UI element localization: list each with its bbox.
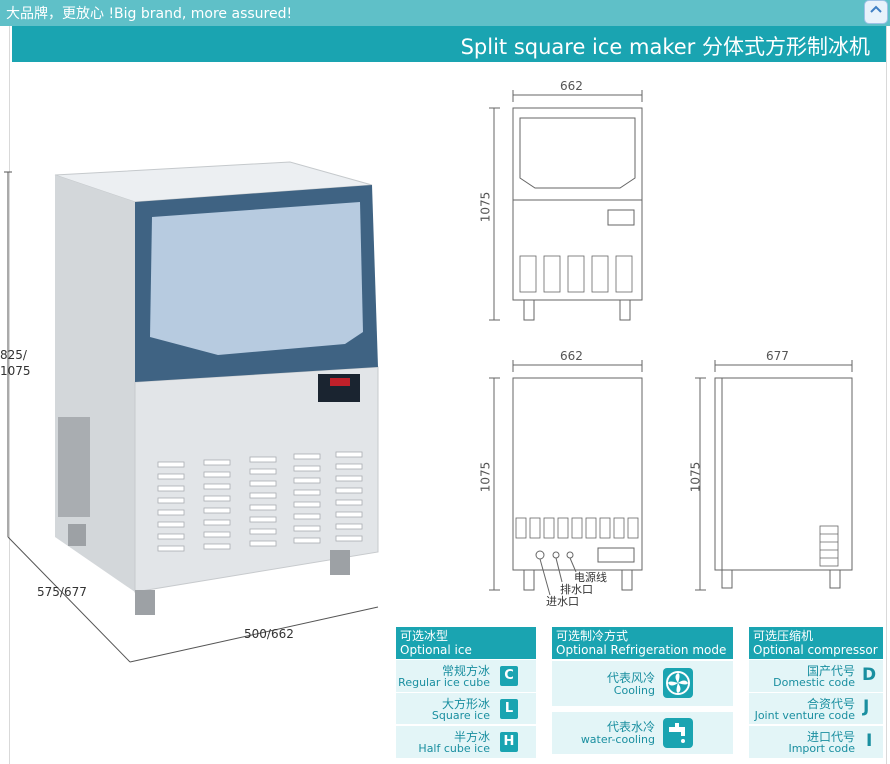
compressor-option-domestic: 国产代号 Domestic code D [749, 660, 883, 692]
side-drawing [695, 360, 853, 591]
compressor-option-cn: 国产代号 [806, 664, 855, 678]
ice-type-title-cn: 可选冰型 [400, 629, 449, 643]
right-border-line [886, 26, 887, 764]
ice-option-en: Regular ice cube [398, 676, 490, 689]
power-cord-label: 电源线 [574, 571, 607, 584]
cooling-option-en: Cooling [613, 684, 655, 697]
cooling-mode-panel: 可选制冷方式 Optional Refrigeration mode [552, 627, 733, 659]
cooling-option-cn: 代表水冷 [606, 720, 655, 734]
ice-type-panel: 可选冰型 Optional ice [396, 627, 536, 659]
ice-option-cn: 大方形冰 [441, 697, 490, 711]
cooling-option-cn: 代表风冷 [606, 671, 655, 685]
compressor-option-cn: 进口代号 [806, 730, 855, 744]
cooling-option-air: 代表风冷 Cooling [552, 661, 733, 706]
compressor-option-cn: 合资代号 [806, 697, 855, 711]
front-top-width-label: 662 [560, 79, 583, 93]
title-bar: Split square ice maker 分体式方形制冰机 [12, 26, 886, 62]
compressor-title-en: Optional compressor [753, 643, 878, 657]
ice-option-en: Square ice [431, 709, 490, 722]
cooling-mode-title-cn: 可选制冷方式 [556, 629, 629, 643]
compressor-option-en: Domestic code [773, 676, 855, 689]
cooling-option-water: 代表水冷 water-cooling [552, 712, 733, 754]
cooling-mode-header: 可选制冷方式 Optional Refrigeration mode [552, 627, 733, 659]
left-border-line [9, 26, 10, 764]
ice-option-cn: 半方冰 [453, 730, 490, 744]
cooling-mode-title-en: Optional Refrigeration mode [556, 643, 727, 657]
ice-type-header: 可选冰型 Optional ice [396, 627, 536, 659]
ice-code-badge: C [500, 666, 518, 686]
height-label-top: 825/ [0, 348, 27, 362]
compressor-option-joint: 合资代号 Joint venture code J [749, 693, 883, 724]
depth-label: 575/677 [37, 585, 87, 599]
compressor-code: I [866, 731, 873, 751]
ice-option-regular: 常规方冰 Regular ice cube C [396, 660, 536, 692]
ice-option-square: 大方形冰 Square ice L [396, 693, 536, 724]
promo-bar: 大品牌，更放心 !Big brand, more assured! [0, 0, 890, 26]
width-label: 500/662 [244, 627, 294, 641]
front-bottom-height-label: 1075 [478, 461, 493, 493]
height-label-bottom: 1075 [0, 364, 31, 378]
compressor-header: 可选压缩机 Optional compressor [749, 627, 883, 659]
link-icon[interactable] [864, 0, 888, 24]
compressor-panel: 可选压缩机 Optional compressor [749, 627, 883, 659]
compressor-title-cn: 可选压缩机 [753, 629, 814, 643]
ice-code-badge: L [500, 699, 518, 719]
ice-maker-photo [4, 161, 379, 663]
front-drawing-bottom [489, 360, 643, 596]
ice-code-badge: H [500, 732, 518, 752]
compressor-option-en: Import code [788, 742, 855, 755]
compressor-option-import: 进口代号 Import code I [749, 726, 883, 758]
cooling-option-en: water-cooling [580, 733, 655, 746]
side-depth-label: 677 [766, 349, 789, 363]
compressor-option-en: Joint venture code [754, 709, 855, 722]
page-title: Split square ice maker 分体式方形制冰机 [460, 35, 870, 59]
compressor-code: J [863, 697, 870, 717]
drain-outlet-label: 排水口 [560, 583, 593, 596]
fan-icon [663, 668, 693, 698]
ice-type-title-en: Optional ice [400, 643, 472, 657]
front-top-height-label: 1075 [478, 191, 493, 223]
compressor-code: D [862, 665, 877, 685]
water-tap-icon [663, 718, 693, 748]
front-bottom-width-label: 662 [560, 349, 583, 363]
front-drawing-top [489, 90, 643, 321]
side-height-label: 1075 [688, 461, 703, 493]
ice-option-half: 半方冰 Half cube ice H [396, 726, 536, 758]
water-inlet-label: 进水口 [546, 595, 579, 608]
promo-text: 大品牌，更放心 !Big brand, more assured! [6, 6, 293, 22]
ice-option-en: Half cube ice [418, 742, 490, 755]
ice-option-cn: 常规方冰 [441, 664, 490, 678]
